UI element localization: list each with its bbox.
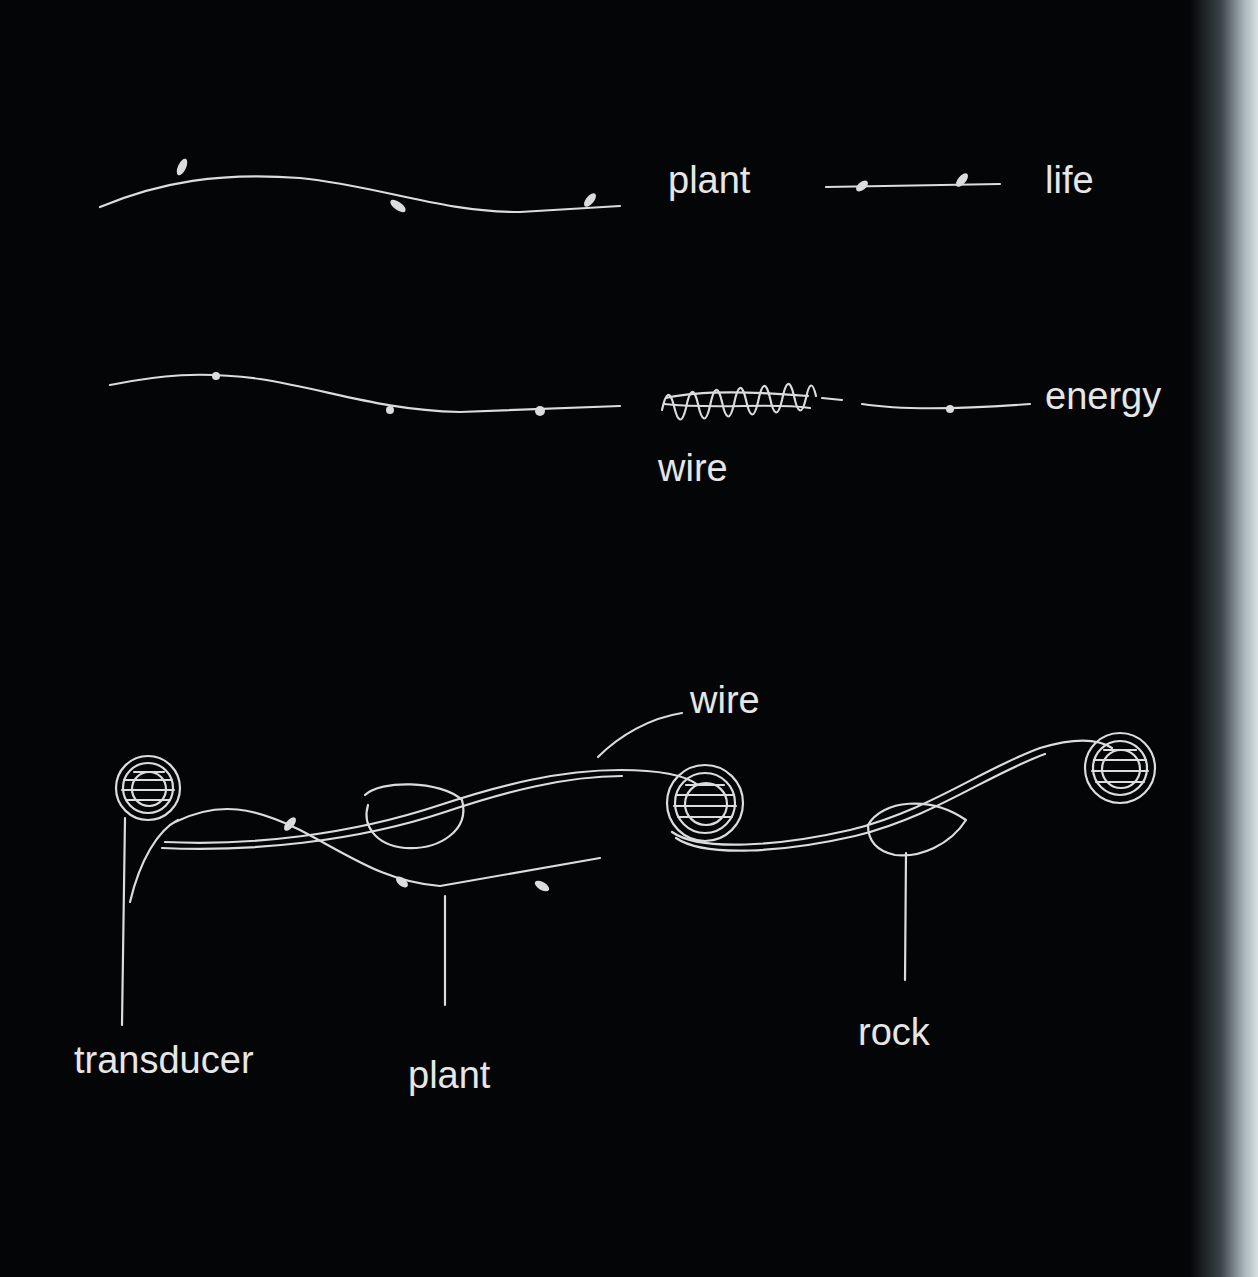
leaf <box>582 191 598 208</box>
leader-line <box>122 818 125 1025</box>
transducer-symbol <box>116 756 180 820</box>
leaf <box>282 815 298 832</box>
plant-callout: plant <box>408 1055 490 1097</box>
leaf <box>388 198 407 215</box>
leaf <box>854 178 870 193</box>
wire-dot <box>212 372 220 380</box>
leaf <box>394 874 410 889</box>
wire-line <box>672 740 1112 844</box>
wire-dot <box>946 405 954 413</box>
leader-line <box>598 713 682 757</box>
wire-line <box>822 398 1030 409</box>
plant-vine <box>175 809 600 886</box>
leaf <box>175 157 190 177</box>
wire-line <box>165 770 698 843</box>
life-label: life <box>1045 160 1094 202</box>
wire-label: wire <box>658 448 728 490</box>
leaf <box>954 171 970 188</box>
energy-label: energy <box>1045 376 1161 418</box>
wire-callout: wire <box>690 680 760 722</box>
rock-callout: rock <box>858 1012 930 1054</box>
rock-shape <box>868 804 966 856</box>
leader-line <box>905 853 906 980</box>
wire-dot <box>386 406 394 414</box>
plant-vine <box>826 184 1000 187</box>
wire-line <box>162 776 622 849</box>
plant-vine <box>100 176 620 212</box>
scribble <box>662 384 816 420</box>
transducer-symbol <box>1085 733 1155 803</box>
scribble <box>664 393 810 409</box>
transducer-callout: transducer <box>74 1040 254 1082</box>
wire-line <box>110 375 620 412</box>
wire-dot <box>535 406 545 416</box>
leaf <box>533 879 551 894</box>
leader-line <box>130 820 178 902</box>
scan-edge-shade <box>1190 0 1258 1277</box>
wire-line <box>676 754 1045 851</box>
leader-line <box>444 896 446 1005</box>
plant-pot-loop <box>365 784 463 848</box>
plant-label: plant <box>668 160 750 202</box>
